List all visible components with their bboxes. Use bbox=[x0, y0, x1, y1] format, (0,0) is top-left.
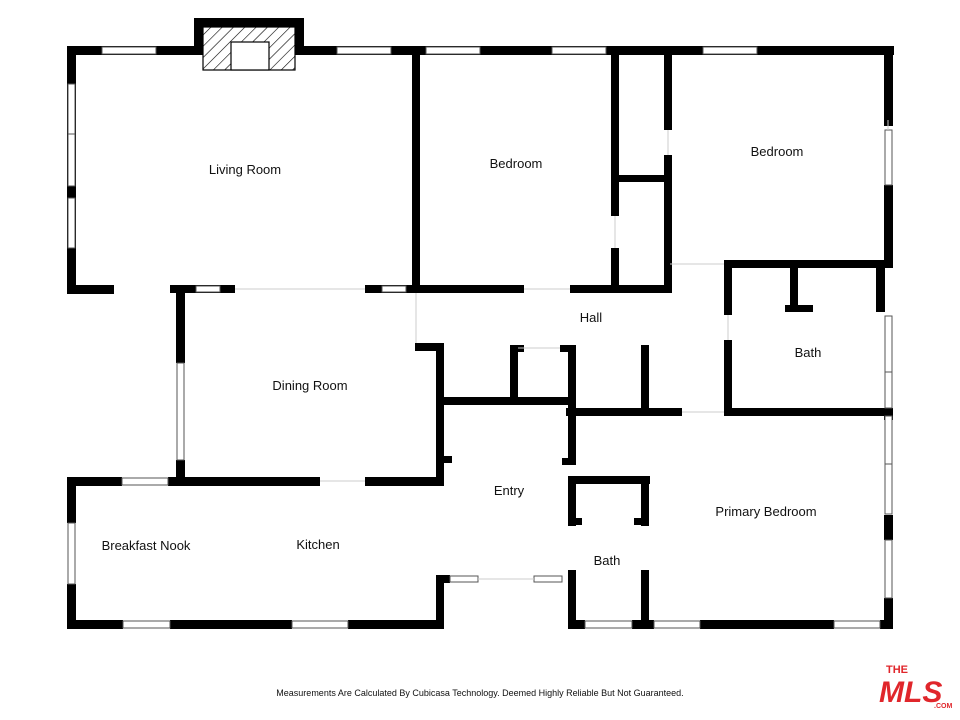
room-label-entry: Entry bbox=[494, 483, 525, 498]
room-label-bedroom-2: Bedroom bbox=[751, 144, 804, 159]
logo-main-text: MLS bbox=[879, 676, 942, 709]
room-labels: Living Room Bedroom Bedroom Hall Bath Di… bbox=[102, 144, 822, 568]
door-openings bbox=[235, 120, 889, 580]
logo-top-text: THE bbox=[886, 664, 908, 676]
room-label-living-room: Living Room bbox=[209, 162, 281, 177]
room-label-dining-room: Dining Room bbox=[272, 378, 347, 393]
room-label-breakfast-nook: Breakfast Nook bbox=[102, 538, 191, 553]
room-label-bath-2: Bath bbox=[594, 553, 621, 568]
the-mls-logo: THE MLS .COM bbox=[879, 664, 952, 710]
room-label-bedroom-1: Bedroom bbox=[490, 156, 543, 171]
fireplace bbox=[202, 26, 296, 71]
walls bbox=[67, 18, 894, 629]
room-label-primary-bedroom: Primary Bedroom bbox=[715, 504, 816, 519]
room-label-kitchen: Kitchen bbox=[296, 537, 339, 552]
windows bbox=[67, 46, 893, 629]
room-label-hall: Hall bbox=[580, 310, 603, 325]
measurement-disclaimer: Measurements Are Calculated By Cubicasa … bbox=[276, 688, 684, 698]
logo-suffix-text: .COM bbox=[934, 703, 952, 710]
room-label-bath-1: Bath bbox=[795, 345, 822, 360]
